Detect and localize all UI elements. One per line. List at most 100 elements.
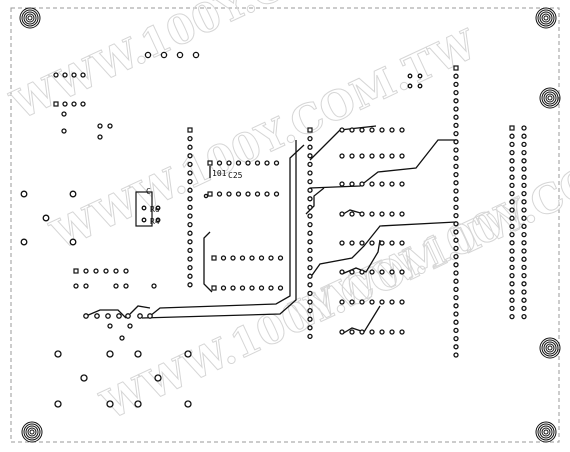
pad [379, 153, 385, 159]
pad [307, 239, 313, 245]
trace [141, 140, 297, 319]
pad [453, 335, 459, 342]
pad [379, 299, 385, 305]
pad [307, 230, 313, 236]
pad [359, 269, 365, 275]
pad [211, 285, 217, 291]
pad [509, 125, 515, 131]
component-outline [135, 191, 153, 227]
pad [273, 191, 280, 197]
pad [307, 187, 313, 193]
pad [509, 248, 515, 254]
pad [187, 170, 193, 176]
pad [339, 299, 345, 305]
pad [509, 166, 515, 172]
pad [453, 171, 459, 178]
pad [521, 182, 527, 189]
label-c25-value: 101 [212, 169, 227, 178]
pad [54, 350, 62, 358]
pad [417, 83, 423, 89]
mounting-hole-ring [21, 9, 39, 27]
pad [203, 193, 209, 199]
pad [359, 127, 365, 133]
pad [216, 160, 223, 166]
pad [521, 272, 527, 279]
pad [521, 174, 527, 180]
pad [521, 215, 527, 221]
pad [125, 313, 131, 319]
pad [151, 283, 157, 289]
mounting-hole [21, 421, 43, 443]
pad [187, 144, 193, 150]
pad [187, 230, 193, 236]
pad [453, 139, 459, 145]
pad [453, 294, 459, 301]
pad [220, 255, 227, 261]
pad [273, 160, 280, 166]
pad [453, 196, 459, 202]
pad [379, 127, 385, 133]
pad [349, 181, 355, 187]
mounting-hole-ring [543, 91, 557, 105]
mounting-hole-ring [537, 9, 555, 27]
pad [399, 299, 405, 305]
mounting-hole-ring [545, 343, 555, 353]
pad [349, 299, 355, 305]
mounting-hole-ring [537, 423, 555, 441]
pad [521, 256, 527, 262]
pad [42, 214, 50, 222]
pad [187, 135, 193, 142]
pad [339, 181, 345, 187]
pad [137, 313, 143, 319]
pad [369, 299, 375, 305]
pad [80, 72, 86, 78]
mounting-holes [19, 7, 561, 443]
pad [521, 248, 527, 254]
trace [203, 231, 213, 293]
trace [309, 221, 457, 279]
pad [453, 106, 459, 112]
pad [307, 127, 313, 133]
pad [369, 211, 375, 217]
pad [453, 245, 459, 252]
pad [389, 299, 395, 305]
pad [226, 160, 232, 166]
pad [339, 211, 345, 217]
pad [453, 303, 459, 309]
pad [154, 374, 162, 382]
pad [187, 239, 193, 245]
pad [93, 268, 99, 274]
pad [307, 204, 313, 211]
pad [399, 211, 405, 217]
pad [61, 128, 67, 134]
pad [521, 207, 527, 213]
pad [155, 205, 161, 211]
pad [307, 144, 313, 150]
pad [187, 178, 193, 185]
pad [521, 133, 527, 139]
pad [307, 290, 313, 297]
pad [521, 297, 527, 303]
pad [254, 191, 261, 197]
pad [453, 270, 459, 276]
pad [69, 238, 77, 246]
mounting-hole-ring [23, 423, 41, 441]
pad [359, 211, 365, 217]
pad [134, 400, 142, 408]
pad [184, 350, 192, 358]
pad [399, 181, 405, 187]
mounting-hole-ring [27, 15, 33, 21]
pad [453, 221, 459, 227]
pad [307, 316, 313, 322]
pad [453, 98, 459, 104]
watermark: WWW.100Y.COM.TW WWW.100Y.COM.TW WWW.100Y… [3, 0, 570, 430]
pad [453, 188, 459, 194]
pad [521, 125, 527, 131]
pad [258, 255, 265, 261]
pad [509, 190, 515, 197]
pad [187, 282, 193, 288]
mounting-hole-ring [535, 421, 557, 443]
pad [349, 127, 355, 133]
pad [521, 289, 527, 295]
pad [509, 240, 515, 246]
